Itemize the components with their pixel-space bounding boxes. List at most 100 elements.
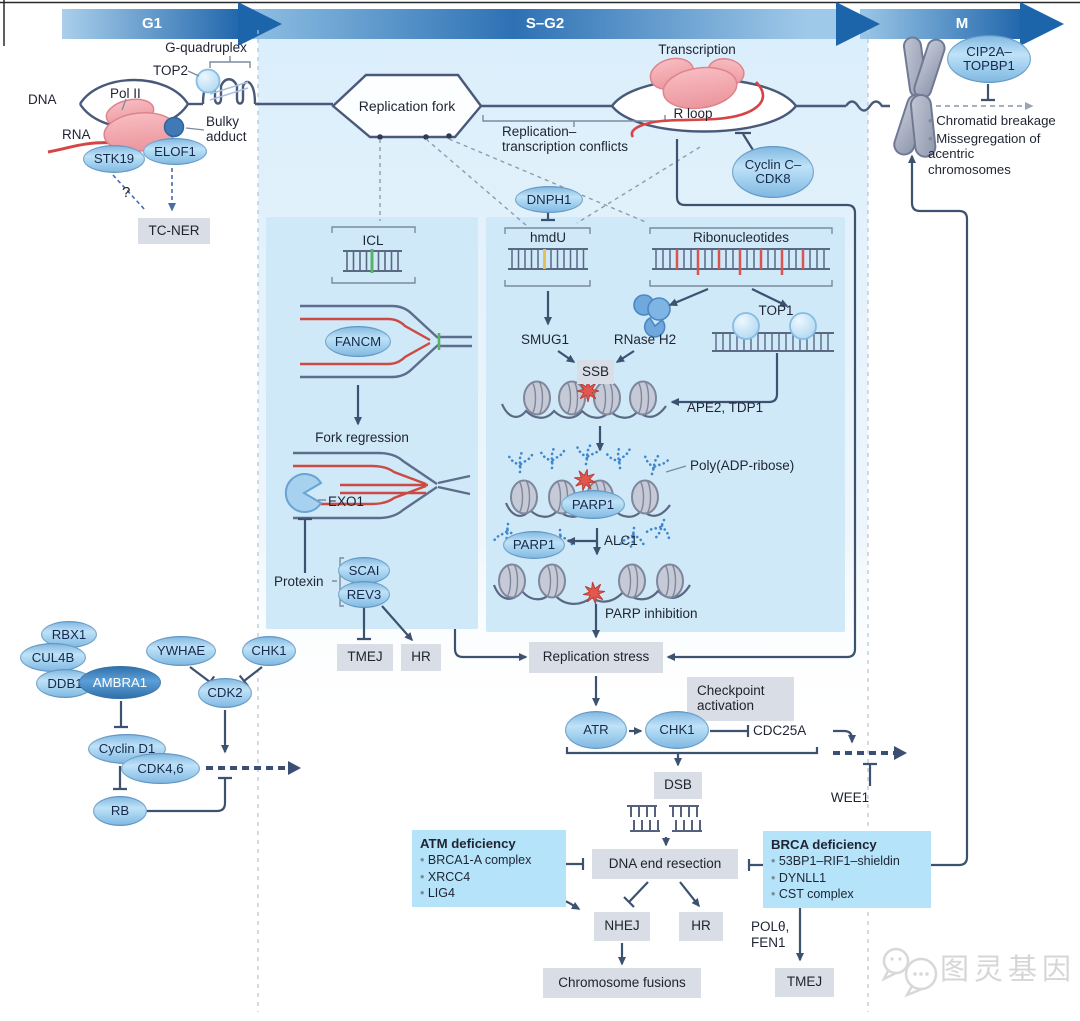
atm-item: BRCA1-A complex bbox=[420, 852, 558, 869]
stk19-node: STK19 bbox=[83, 145, 145, 173]
rna-label: RNA bbox=[62, 127, 91, 142]
dsb-box: DSB bbox=[654, 772, 702, 799]
outcome-item: Chromatid breakage bbox=[928, 113, 1060, 128]
phase-boundary-lines bbox=[257, 30, 869, 1012]
atm-item: XRCC4 bbox=[420, 869, 558, 886]
fork-dots bbox=[377, 133, 452, 140]
fen1-label: FEN1 bbox=[751, 935, 786, 950]
top1-icon bbox=[732, 312, 760, 340]
g1-arrowhead bbox=[238, 2, 282, 46]
bulky-adduct-label: Bulky adduct bbox=[206, 114, 247, 145]
atm-deficiency-title: ATM deficiency bbox=[420, 836, 516, 851]
cdk2-node: CDK2 bbox=[198, 678, 252, 708]
brca-item: CST complex bbox=[771, 886, 923, 903]
dna-end-resection-box: DNA end resection bbox=[592, 849, 738, 879]
hr-box: HR bbox=[401, 644, 441, 671]
connectors bbox=[113, 84, 995, 966]
ape2-tdp1-route bbox=[670, 353, 779, 406]
g-quadruplex-hatches bbox=[209, 81, 249, 101]
tc-ner-box: TC-NER bbox=[138, 218, 210, 244]
poly-adp-ribose-label: Poly(ADP-ribose) bbox=[690, 458, 795, 473]
tc-ner-dashed-arrows bbox=[112, 168, 172, 211]
question-mark-label: ? bbox=[122, 184, 131, 201]
g-quadruplex-bracket bbox=[187, 56, 251, 77]
smug1-label: SMUG1 bbox=[520, 332, 570, 347]
replication-fork-label: Replication fork bbox=[358, 98, 456, 114]
fusions-to-chromosome bbox=[908, 154, 969, 867]
brca-item: DYNLL1 bbox=[771, 870, 923, 887]
checkpoint-activation-box: Checkpoint activation bbox=[687, 677, 794, 721]
dna-main-line bbox=[78, 73, 890, 139]
pol-theta-label: POLθ, bbox=[751, 919, 790, 934]
watermark-text: 图灵基因 bbox=[940, 952, 1077, 986]
replication-stress-box: Replication stress bbox=[529, 642, 663, 673]
fancm-node: FANCM bbox=[325, 326, 391, 357]
chk1-g1-node: CHK1 bbox=[242, 636, 296, 666]
r-loop-label: R loop bbox=[673, 106, 713, 121]
elof1-node: ELOF1 bbox=[143, 138, 207, 165]
ambra1-node: AMBRA1 bbox=[79, 666, 161, 699]
alc1-label: ALC1 bbox=[604, 533, 638, 548]
rnase-h2-label: RNase H2 bbox=[613, 332, 677, 347]
chk1-node: CHK1 bbox=[645, 711, 709, 749]
top1-icon bbox=[789, 312, 817, 340]
dna-wavy-end bbox=[845, 100, 890, 112]
dna-label: DNA bbox=[28, 92, 57, 107]
ribonucleotide-lesions bbox=[675, 249, 805, 275]
dnph1-node: DNPH1 bbox=[515, 186, 583, 213]
cdc25a-label: CDC25A bbox=[753, 723, 807, 738]
exo1-label: EXO1 bbox=[328, 494, 365, 509]
lesion-dashed-links bbox=[379, 138, 701, 227]
dsb-broken-dna-icon bbox=[627, 805, 702, 832]
rnase-h2-icon bbox=[633, 294, 671, 338]
transcription-label: Transcription bbox=[658, 42, 736, 57]
brca-deficiency-box: BRCA deficiency 53BP1–RIF1–shieldin DYNL… bbox=[763, 831, 931, 908]
tmej2-box: TMEJ bbox=[775, 968, 834, 997]
chromosome-fusions-box: Chromosome fusions bbox=[543, 968, 701, 998]
ywhae-node: YWHAE bbox=[146, 636, 216, 666]
rb-node: RB bbox=[93, 796, 147, 826]
cip2a-inhibit bbox=[981, 84, 995, 102]
fork-regression-label: Fork regression bbox=[315, 430, 409, 445]
conflicts-bracket bbox=[482, 115, 666, 127]
icl-label: ICL bbox=[362, 233, 384, 248]
cyclind1-inhibit-rb bbox=[113, 766, 127, 791]
phase-m: M bbox=[955, 15, 969, 32]
tmej-box: TMEJ bbox=[337, 644, 393, 671]
g-quadruplex-label: G-quadruplex bbox=[165, 40, 247, 55]
phase-g1: G1 bbox=[141, 15, 163, 32]
r-loop-complex bbox=[630, 57, 765, 138]
protexin-inhibit-exo1 bbox=[298, 517, 312, 573]
atm-item: LIG4 bbox=[420, 885, 558, 902]
cyclin-c-cdk8-node: Cyclin C– CDK8 bbox=[732, 146, 814, 198]
r-loop-to-stress bbox=[666, 139, 857, 661]
mitotic-outcomes: Chromatid breakage Missegregation of ace… bbox=[928, 113, 1060, 180]
parp1-released-node: PARP1 bbox=[503, 531, 565, 559]
s-g2-arrowhead bbox=[836, 2, 880, 46]
icl-panel-to-stress bbox=[453, 629, 528, 661]
exo1-nuclease-icon bbox=[284, 473, 323, 513]
m-arrowhead bbox=[1020, 2, 1064, 46]
wee1-label: WEE1 bbox=[830, 790, 870, 805]
wee1-inhibit bbox=[863, 762, 877, 786]
rev3-node: REV3 bbox=[338, 581, 390, 608]
top2-icon bbox=[195, 68, 221, 94]
atm-deficiency-box: ATM deficiency BRCA1-A complex XRCC4 LIG… bbox=[412, 830, 566, 907]
protexin-label: Protexin bbox=[274, 574, 324, 589]
hmdu-label: hmdU bbox=[529, 230, 567, 245]
r-loop-rna bbox=[630, 81, 765, 138]
rb-inhibit-cycle bbox=[147, 776, 232, 813]
scai-node: SCAI bbox=[338, 557, 390, 584]
bulky-adduct-icon bbox=[163, 116, 185, 138]
checkpoint-bracket bbox=[565, 747, 819, 765]
nhej-box: NHEJ bbox=[594, 912, 650, 941]
chk1-inhibit-cdc25a bbox=[710, 725, 750, 737]
phase-arrows bbox=[62, 2, 1064, 46]
parp-inhibition-label: PARP inhibition bbox=[605, 606, 698, 621]
ambra1-inhibit bbox=[114, 701, 128, 729]
brca-inhibit-resection bbox=[747, 859, 763, 871]
ape2-tdp1-label: APE2, TDP1 bbox=[686, 400, 764, 415]
pol-ii-label: Pol II bbox=[110, 86, 141, 101]
top1-label: TOP1 bbox=[758, 303, 794, 318]
